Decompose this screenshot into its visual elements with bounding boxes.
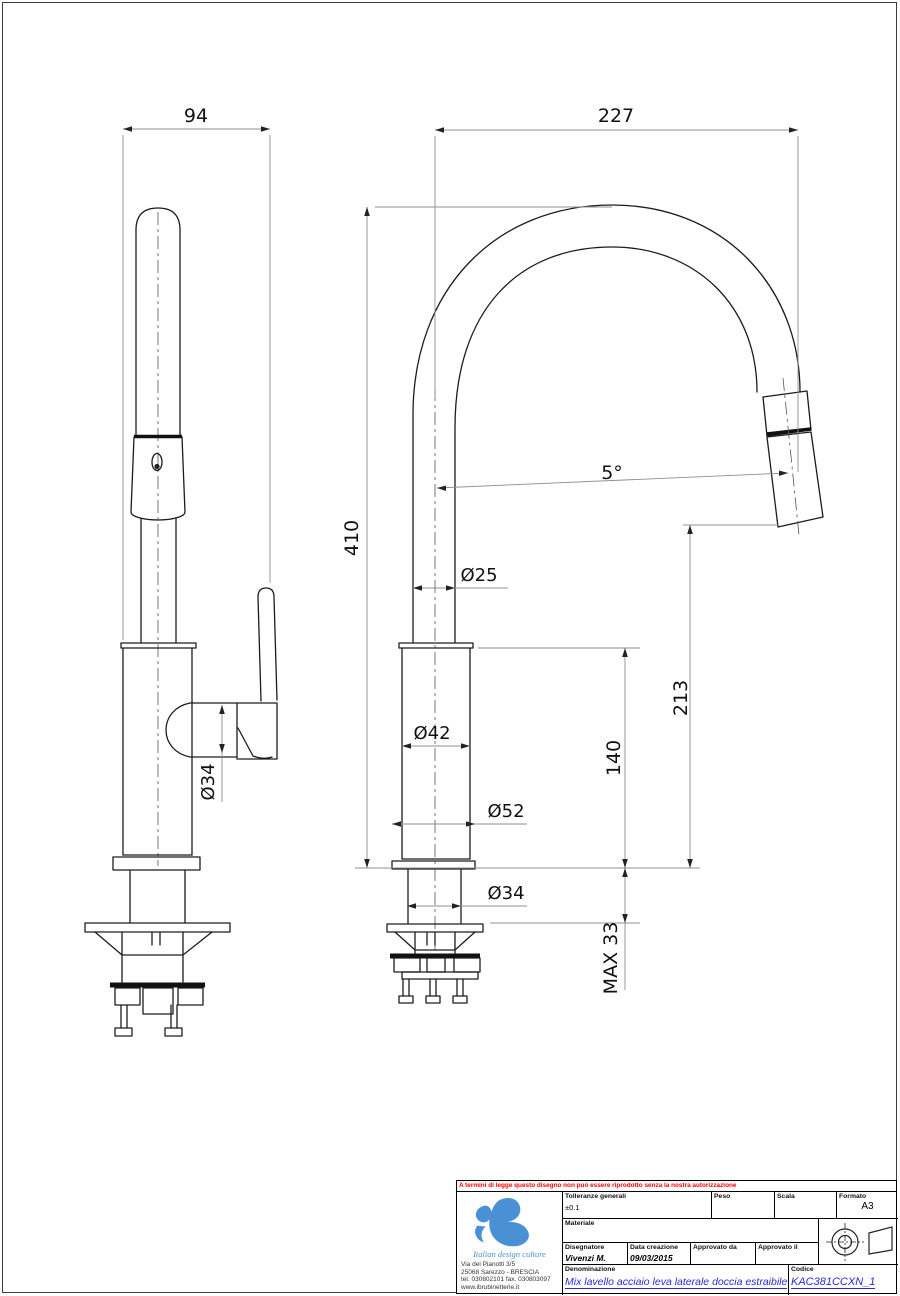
- dim-max-deck-thickness: MAX 33: [600, 922, 622, 995]
- field-approvato-da: Approvato da: [691, 1243, 756, 1265]
- dim-spray-angle: 5°: [601, 462, 623, 484]
- field-label: Data creazione: [630, 1244, 678, 1251]
- field-label: Formato: [839, 1193, 867, 1200]
- dim-width-side: 94: [184, 105, 208, 127]
- field-value: Vivenzi M.: [565, 1253, 606, 1263]
- field-data-creazione: Data creazione 09/03/2015: [628, 1243, 691, 1265]
- dim-body-height: 140: [603, 740, 625, 776]
- dim-spout-diameter: Ø25: [460, 565, 497, 586]
- field-denominazione: Denominazione Mix lavello acciaio leva l…: [563, 1265, 789, 1295]
- front-view: [386, 204, 824, 1004]
- field-label: Codice: [791, 1266, 814, 1273]
- dim-spout-reach: 227: [598, 105, 634, 127]
- company-tagline: Italian design culture: [473, 1249, 546, 1259]
- field-label: Denominazione: [565, 1266, 616, 1273]
- field-label: Approvato da: [693, 1244, 737, 1251]
- dim-body-diameter: Ø42: [413, 723, 450, 744]
- legal-notice: A termini di legge questo disegno non pu…: [457, 1181, 896, 1192]
- dim-handle-diameter: Ø34: [198, 763, 219, 800]
- dim-base-diameter: Ø52: [487, 801, 524, 822]
- field-label: Scala: [777, 1193, 795, 1200]
- dim-spray-height: 213: [670, 680, 692, 716]
- spray-button: [151, 452, 163, 472]
- drawing-title: Mix lavello acciaio leva laterale doccia…: [565, 1276, 788, 1289]
- field-formato: Formato A3: [837, 1192, 898, 1219]
- title-block: A termini di legge questo disegno non pu…: [456, 1180, 898, 1295]
- field-peso: Peso: [712, 1192, 775, 1219]
- field-scala: Scala: [775, 1192, 837, 1219]
- field-value: ±0.1: [565, 1203, 580, 1212]
- field-label: Approvato il: [758, 1244, 798, 1251]
- field-approvato-il: Approvato il: [756, 1243, 819, 1265]
- company-address: Via dei Pianotti 3/5 25068 Sarezzo - BRE…: [457, 1259, 562, 1292]
- dimensions: 94 227 410 213: [122, 105, 799, 995]
- field-label: Tolleranze generali: [565, 1193, 627, 1200]
- drawing-code: KAC381CCXN_1: [791, 1276, 876, 1289]
- company-website: www.ibrubinetterie.it: [461, 1283, 520, 1291]
- field-label: Peso: [714, 1193, 731, 1200]
- field-label: Materiale: [565, 1220, 595, 1227]
- projection-symbol-cell: [819, 1219, 898, 1265]
- dim-shank-diameter: Ø34: [487, 883, 524, 904]
- address-line: tel. 030802101 fax. 030803097: [461, 1276, 551, 1284]
- field-value: A3: [861, 1201, 874, 1212]
- field-label: Disegnatore: [565, 1244, 605, 1251]
- field-materiale: Materiale: [563, 1219, 819, 1243]
- first-angle-projection-icon: [826, 1223, 893, 1261]
- address-line: Via dei Pianotti 3/5: [461, 1261, 516, 1268]
- address-line: 25068 Sarezzo - BRESCIA: [461, 1268, 540, 1276]
- field-tolleranze: Tolleranze generali ±0.1: [563, 1192, 712, 1219]
- company-logo-icon: [474, 1197, 529, 1247]
- side-view: [84, 207, 278, 1037]
- field-disegnatore: Disegnatore Vivenzi M.: [563, 1243, 628, 1265]
- company-logo-cell: Italian design culture Via dei Pianotti …: [457, 1192, 563, 1295]
- dim-total-height: 410: [341, 520, 363, 556]
- field-value: 09/03/2015: [630, 1253, 673, 1263]
- field-codice: Codice KAC381CCXN_1: [789, 1265, 898, 1295]
